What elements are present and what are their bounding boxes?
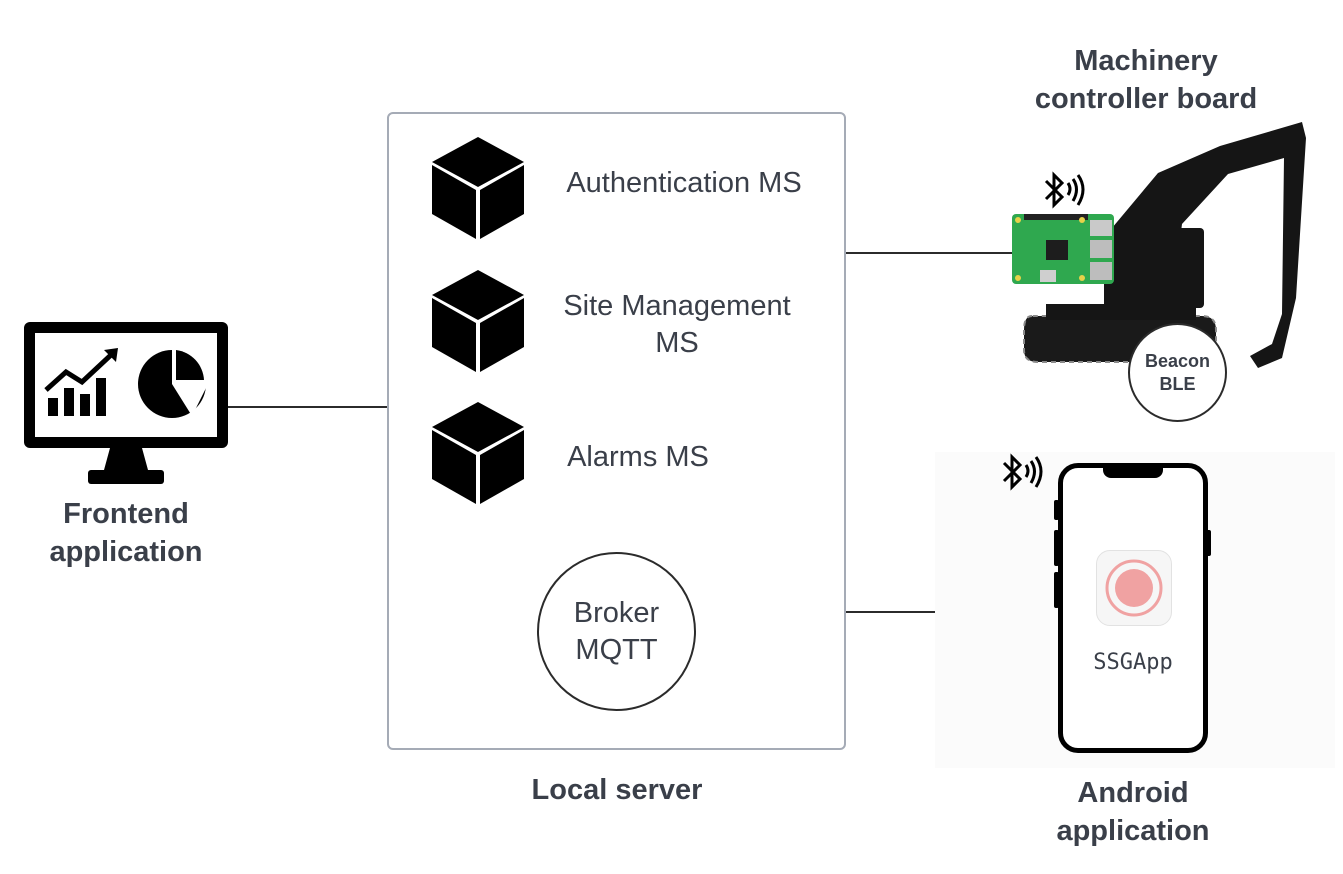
machinery-caption-line2: controller board [1034,83,1258,115]
cube-icon [432,270,524,372]
service-label-authentication: Authentication MS [566,167,802,199]
cube-icon [432,402,524,504]
ssgapp-label: SSGApp [1093,650,1173,675]
raspberry-pi-board-icon [1012,214,1114,284]
machinery-caption: Machinery controller board [1010,42,1282,118]
android-caption-line1: Android [1077,777,1189,809]
broker-line1: Broker [573,596,660,629]
phone-side-button [1054,572,1059,608]
beacon-ble-node: Beacon BLE [1128,323,1227,422]
broker-mqtt-node: Broker MQTT [537,552,696,711]
beacon-line1: Beacon [1144,350,1211,371]
local-server-caption: Local server [531,774,703,806]
frontend-caption-line1: Frontend [63,498,189,530]
phone-side-button [1206,530,1211,556]
monitor-dashboard-icon [24,322,228,484]
bluetooth-signal-icon [1044,171,1085,209]
machinery-caption-line1: Machinery [1074,45,1218,77]
android-caption: Android application [1020,774,1246,850]
service-label-site-management: Site Management MS [563,290,791,359]
android-caption-line2: application [1056,815,1210,847]
ssgapp-icon[interactable] [1096,550,1172,626]
cube-icon [432,137,524,239]
bluetooth-signal-icon [1002,453,1043,491]
record-icon [1105,559,1163,617]
service-label-alarms: Alarms MS [567,441,709,473]
phone-side-button [1054,530,1059,566]
smartphone-icon: SSGApp [1058,463,1208,753]
broker-line2: MQTT [575,633,658,666]
beacon-line2: BLE [1159,373,1196,394]
phone-notch [1103,466,1163,478]
frontend-caption: Frontend application [22,495,230,571]
phone-side-button [1054,500,1059,520]
frontend-caption-line2: application [49,536,203,568]
